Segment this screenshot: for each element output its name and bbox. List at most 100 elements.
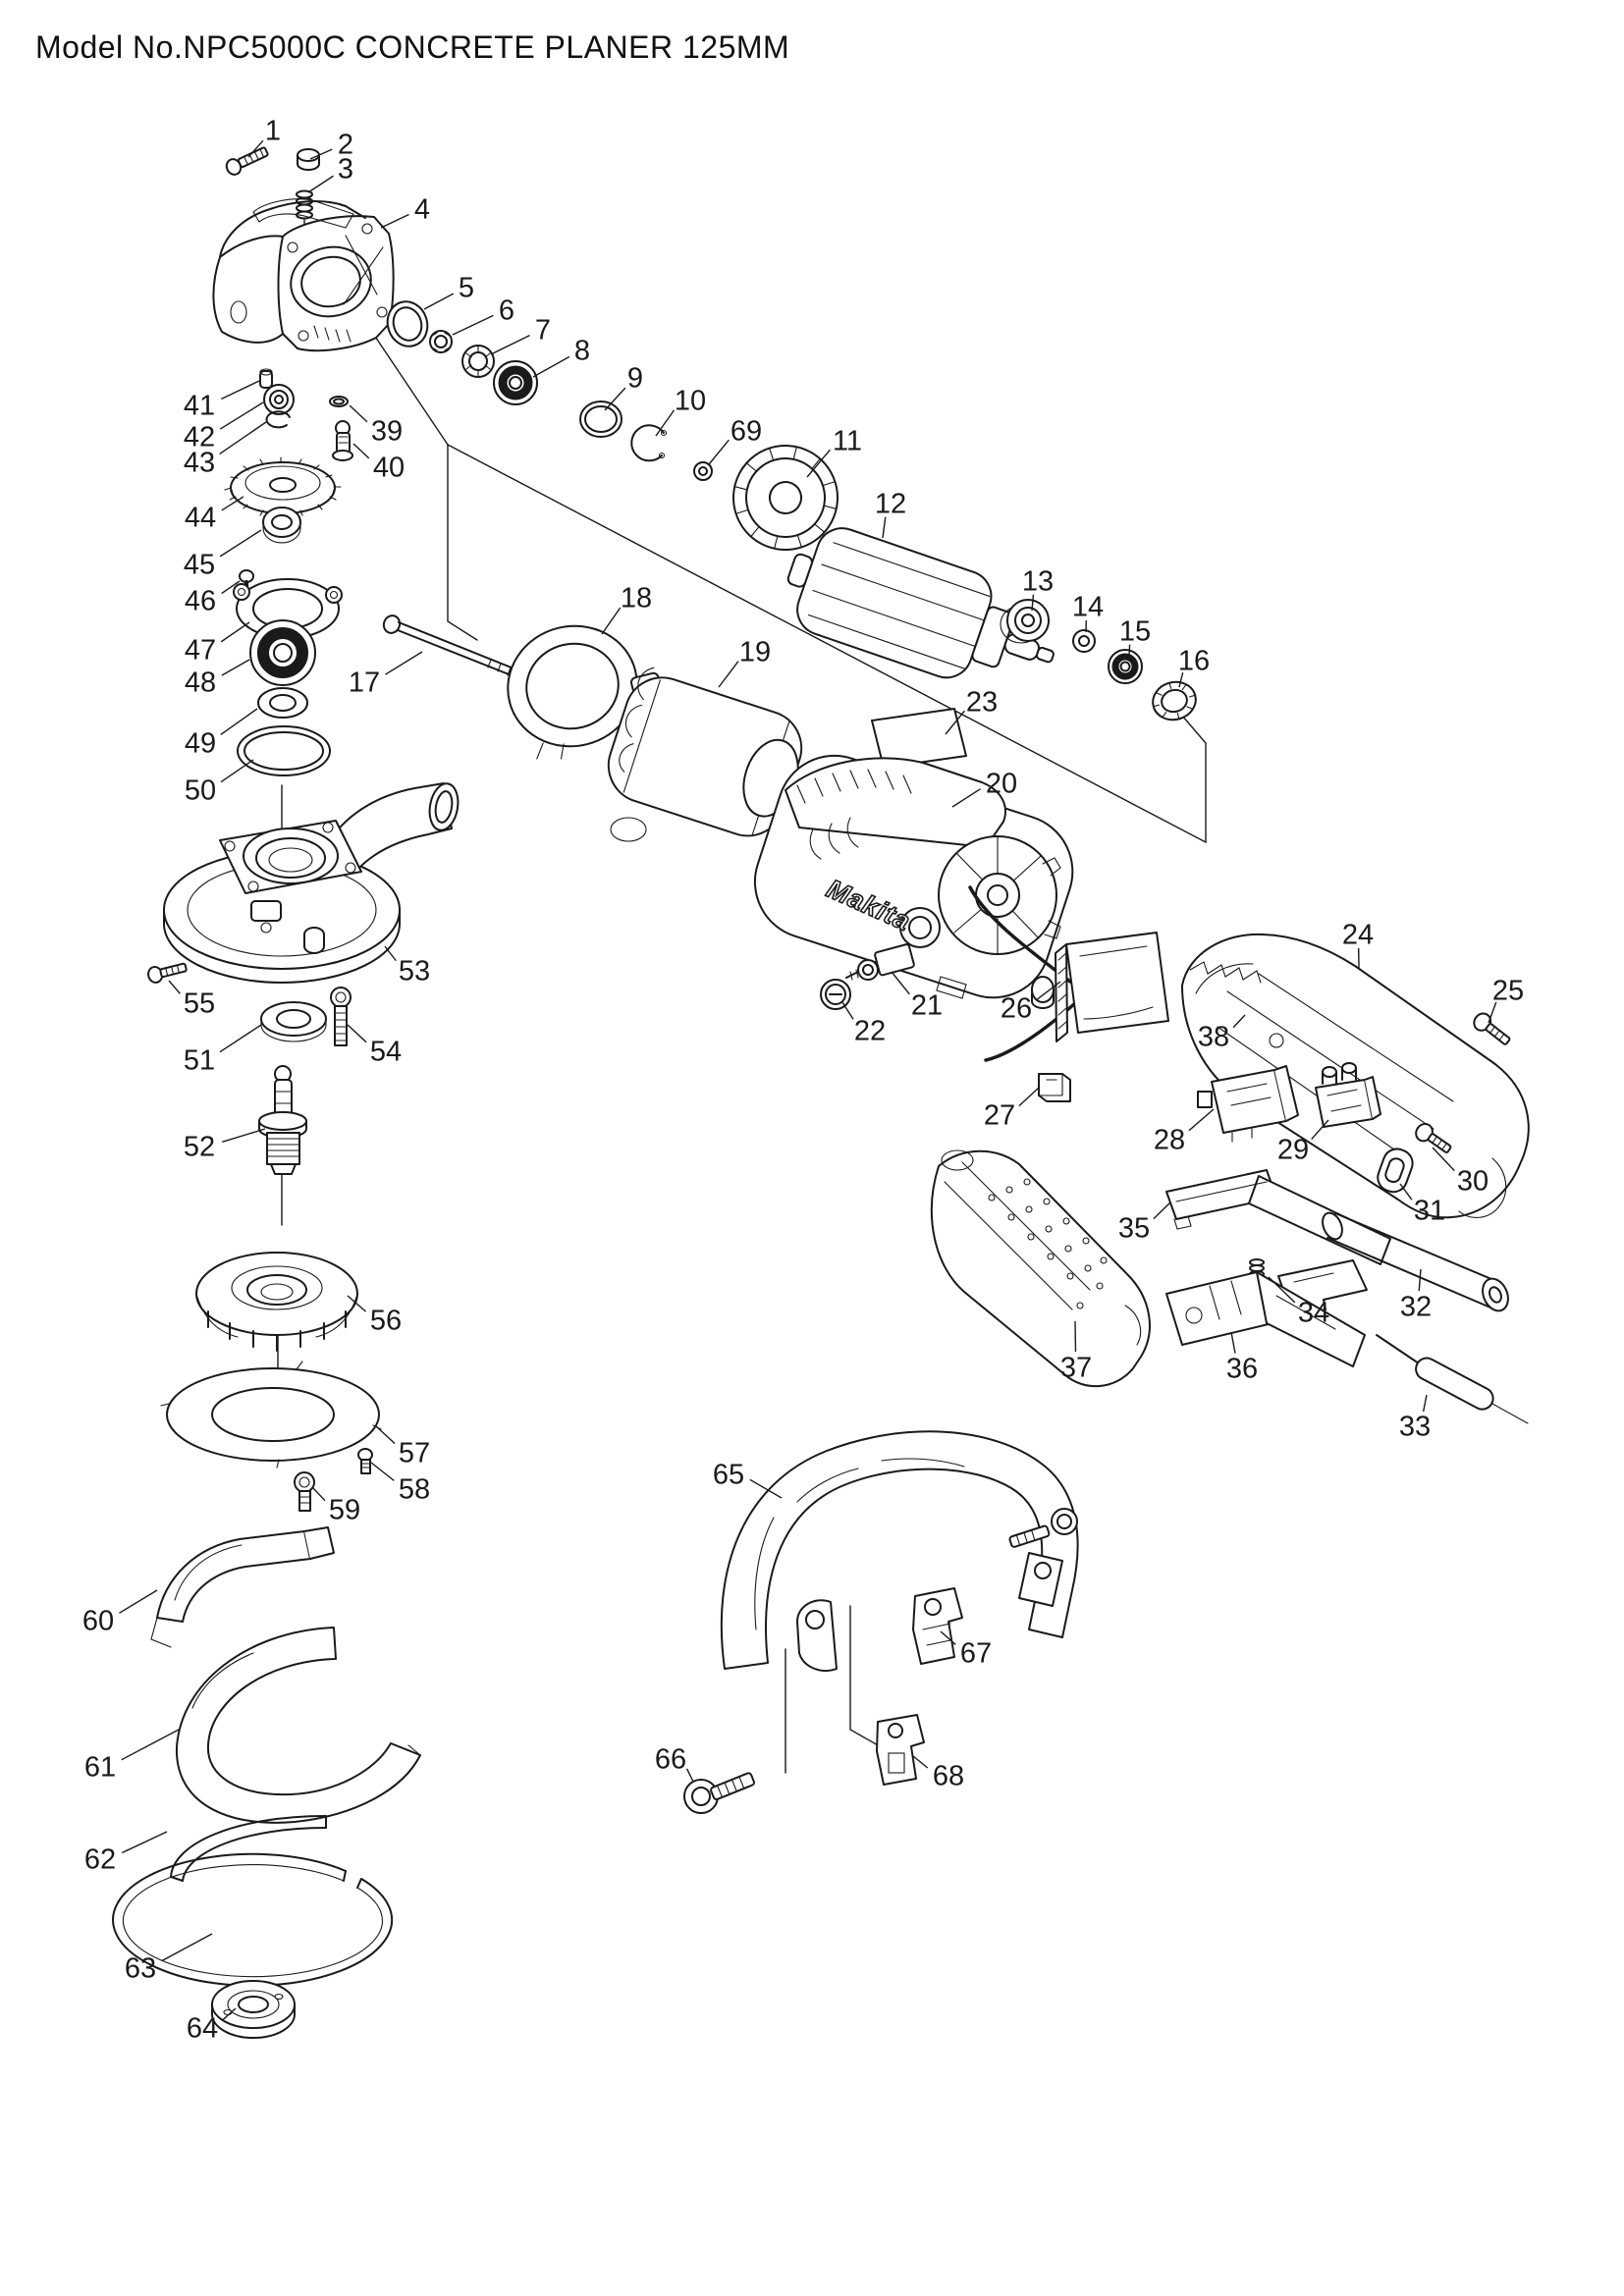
callout-46: 46 [185, 585, 216, 616]
leader-line-8 [532, 355, 570, 378]
callout-39: 39 [371, 415, 403, 447]
callout-56: 56 [370, 1305, 402, 1336]
callout-44: 44 [185, 502, 216, 533]
leader-line-51 [219, 1024, 262, 1053]
part-21-screw-with-block [845, 943, 915, 981]
part-3-spring [296, 189, 313, 220]
callout-67: 67 [960, 1637, 992, 1669]
part-40-oil-valve [332, 420, 353, 461]
leader-line-62 [122, 1831, 168, 1854]
leader-line-59 [311, 1486, 326, 1502]
callout-64: 64 [187, 2012, 218, 2044]
leader-line-58 [370, 1462, 395, 1481]
leader-line-11 [806, 449, 831, 478]
callout-60: 60 [82, 1605, 114, 1636]
callout-47: 47 [185, 634, 216, 666]
part-54-bolt [330, 987, 352, 1046]
part-6-nut [429, 330, 453, 353]
part-35-slide-plate [1165, 1169, 1391, 1265]
callout-48: 48 [185, 667, 216, 698]
leader-line-15 [1128, 644, 1131, 657]
callout-57: 57 [399, 1437, 430, 1468]
part-41-pin [259, 368, 273, 389]
leader-line-64 [222, 2007, 237, 2021]
leader-line-9 [604, 387, 626, 411]
part-49-washer [257, 687, 308, 719]
leader-line-55 [168, 980, 181, 994]
callout-11: 11 [833, 425, 862, 456]
part-29-terminal-block [1315, 1062, 1381, 1128]
callout-35: 35 [1118, 1212, 1150, 1244]
part-23-nameplate [871, 708, 967, 769]
callout-53: 53 [399, 955, 430, 987]
callout-17: 17 [349, 667, 380, 698]
callout-8: 8 [574, 335, 590, 366]
leader-line-34 [1268, 1276, 1296, 1304]
callout-36: 36 [1226, 1353, 1258, 1384]
leader-line-30 [1432, 1147, 1455, 1172]
callout-7: 7 [535, 314, 551, 346]
leader-line-17 [385, 651, 423, 675]
leader-line-27 [1018, 1087, 1040, 1107]
part-31-button [1377, 1148, 1414, 1194]
leader-line-35 [1153, 1201, 1171, 1220]
callout-54: 54 [370, 1036, 402, 1067]
leader-line-40 [352, 443, 370, 459]
part-48-ball-bearing-large [249, 619, 316, 686]
leader-line-39 [349, 404, 368, 423]
part-8-ball-bearing [493, 360, 538, 405]
callout-34: 34 [1298, 1297, 1329, 1328]
callout-24: 24 [1342, 919, 1374, 950]
callout-13: 13 [1022, 565, 1054, 597]
part-30-screw [1415, 1122, 1452, 1153]
callout-68: 68 [933, 1760, 964, 1791]
callout-3: 3 [338, 153, 353, 185]
part-55-screw [147, 962, 188, 984]
part-18-clamp-ring [507, 624, 667, 760]
callout-51: 51 [184, 1044, 215, 1076]
part-64-lock-nut [211, 1980, 296, 2039]
leader-line-38 [1232, 1014, 1246, 1029]
part-53-dust-shroud [163, 782, 460, 984]
part-59-screw [294, 1471, 315, 1512]
part-52-spindle [258, 1065, 307, 1175]
leader-line-20 [951, 788, 981, 808]
leader-line-49 [220, 708, 258, 735]
leader-line-7 [490, 334, 530, 355]
callout-6: 6 [499, 294, 514, 326]
callout-21: 21 [911, 989, 943, 1021]
callout-22: 22 [854, 1015, 886, 1046]
callout-62: 62 [84, 1843, 116, 1875]
callout-65: 65 [713, 1459, 744, 1490]
callout-42: 42 [184, 421, 215, 453]
part-65-loop-handle [720, 1430, 1079, 1672]
part-63-wire-ring [112, 1852, 394, 1987]
part-42-bearing [263, 384, 295, 415]
callout-69: 69 [731, 415, 762, 447]
callout-43: 43 [184, 447, 215, 478]
callout-25: 25 [1492, 975, 1524, 1006]
callout-29: 29 [1277, 1134, 1309, 1165]
leader-line-43 [219, 421, 267, 454]
callout-18: 18 [621, 582, 652, 614]
leader-line-54 [347, 1024, 367, 1043]
callout-26: 26 [1001, 992, 1032, 1024]
part-69-washer [693, 461, 713, 481]
callout-38: 38 [1198, 1021, 1229, 1052]
callout-49: 49 [185, 727, 216, 759]
callout-14: 14 [1072, 591, 1104, 622]
part-57-slinger-disc [160, 1361, 382, 1468]
part-26-capacitor [968, 885, 1169, 1062]
part-20-motor-housing: Makita [753, 754, 1074, 999]
callout-4: 4 [414, 193, 430, 225]
callout-30: 30 [1457, 1165, 1489, 1197]
leader-line-56 [347, 1295, 367, 1312]
part-15-ball-bearing [1108, 649, 1143, 684]
callout-59: 59 [329, 1494, 360, 1525]
leader-line-33 [1422, 1394, 1428, 1413]
leader-line-16 [1178, 672, 1184, 688]
callout-16: 16 [1178, 645, 1210, 676]
part-22-cap [820, 979, 851, 1010]
callout-33: 33 [1399, 1411, 1431, 1442]
part-32-grip-tube [1322, 1211, 1509, 1312]
